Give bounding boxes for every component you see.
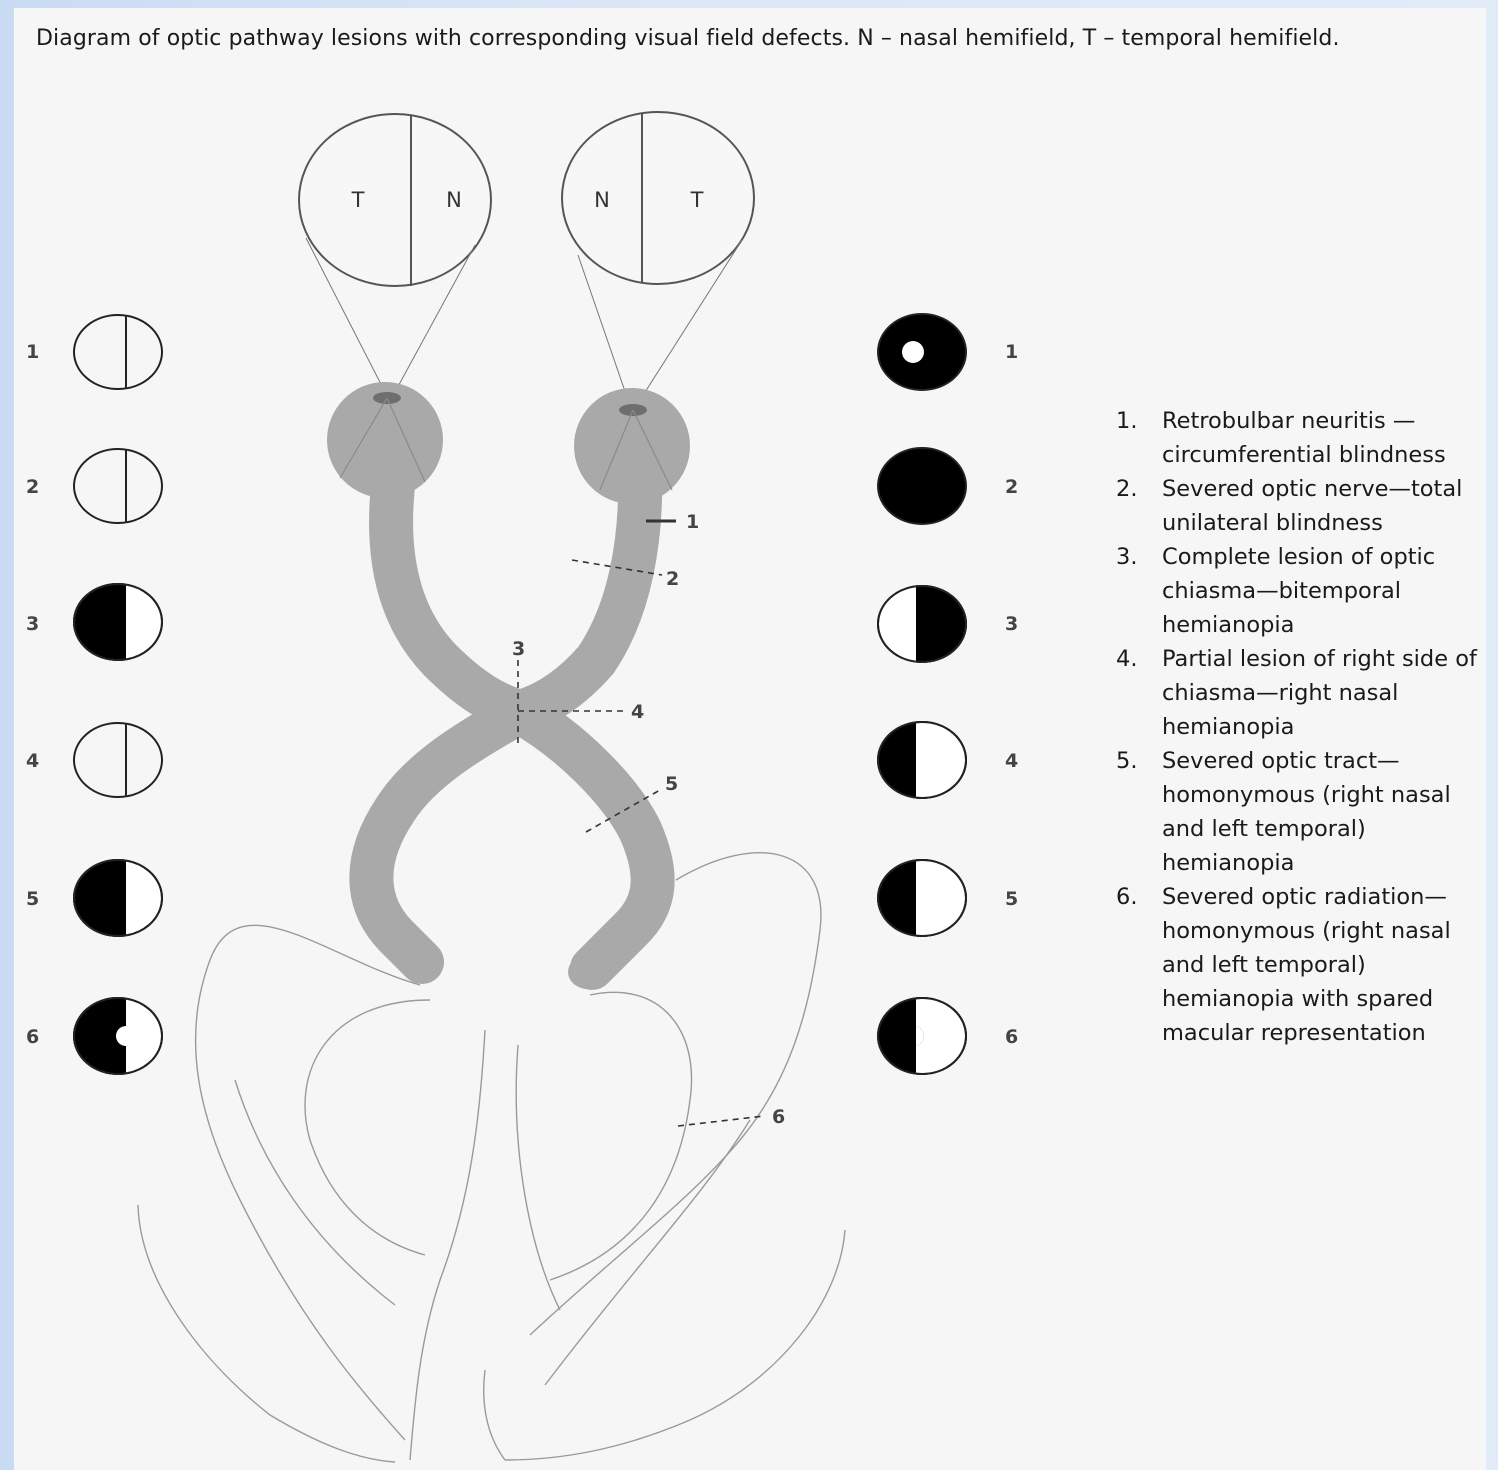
legend-number: 4. xyxy=(1116,642,1137,676)
left-row-numbers: 1 2 3 4 5 6 xyxy=(26,341,39,1048)
left-eyeball xyxy=(327,382,443,498)
left-field-5 xyxy=(74,860,162,936)
right-field-2 xyxy=(878,448,966,524)
right-eye-temporal-label: T xyxy=(690,188,704,212)
legend-item: 1. Retrobulbar neuritis — circumferential… xyxy=(1114,404,1494,472)
left-eye-nasal-label: N xyxy=(446,188,462,212)
legend-text: Partial lesion of right side of chiasma—… xyxy=(1162,646,1477,740)
lesion-label-2: 2 xyxy=(666,568,679,590)
legend-item: 5. Severed optic tract— homonymous (right… xyxy=(1114,744,1494,880)
lesion-label-5: 5 xyxy=(665,773,678,795)
right-row-number-4: 4 xyxy=(1005,750,1018,772)
lesion-legend: 1. Retrobulbar neuritis — circumferential… xyxy=(1114,404,1494,1050)
left-field-6 xyxy=(74,998,162,1074)
lesion-label-1: 1 xyxy=(686,511,699,533)
left-eye-temporal-label: T xyxy=(351,188,365,212)
legend-item: 6. Severed optic radiation— homonymous (r… xyxy=(1114,880,1494,1050)
right-row-numbers: 1 2 3 4 5 6 xyxy=(1005,341,1018,1048)
right-row-number-5: 5 xyxy=(1005,888,1018,910)
left-row-number-5: 5 xyxy=(26,888,39,910)
lesion-label-4: 4 xyxy=(631,701,644,723)
legend-item: 3. Complete lesion of optic chiasma—bitem… xyxy=(1114,540,1494,642)
left-lateral-geniculate xyxy=(404,944,444,980)
brain-outline xyxy=(138,853,845,1462)
right-eye-nasal-label: N xyxy=(594,188,610,212)
left-row-number-3: 3 xyxy=(26,613,39,635)
right-row-number-1: 1 xyxy=(1005,341,1018,363)
left-row-number-4: 4 xyxy=(26,750,39,772)
left-row-number-1: 1 xyxy=(26,341,39,363)
left-eye-field-column xyxy=(74,315,162,1074)
left-eye-visual-field: T N xyxy=(299,114,491,392)
legend-text: Severed optic tract— homonymous (right n… xyxy=(1162,748,1451,876)
right-eye-field-column xyxy=(878,314,966,1074)
legend-number: 5. xyxy=(1116,744,1137,778)
right-eyeball xyxy=(574,388,690,504)
left-field-1 xyxy=(74,315,162,389)
legend-text: Retrobulbar neuritis — circumferential b… xyxy=(1162,408,1446,468)
optic-pathway xyxy=(371,470,652,968)
left-row-number-6: 6 xyxy=(26,1026,39,1048)
lesion-label-6: 6 xyxy=(772,1106,785,1128)
legend-item: 4. Partial lesion of right side of chiasm… xyxy=(1114,642,1494,744)
legend-item: 2. Severed optic nerve—total unilateral b… xyxy=(1114,472,1494,540)
legend-text: Complete lesion of optic chiasma—bitempo… xyxy=(1162,544,1435,638)
right-row-number-2: 2 xyxy=(1005,476,1018,498)
right-field-3 xyxy=(878,586,966,662)
right-field-1 xyxy=(878,314,966,390)
left-field-2 xyxy=(74,449,162,523)
legend-number: 6. xyxy=(1116,880,1137,914)
lesion-label-3: 3 xyxy=(512,638,525,660)
legend-number: 1. xyxy=(1116,404,1137,438)
right-row-number-6: 6 xyxy=(1005,1026,1018,1048)
left-field-4 xyxy=(74,723,162,797)
left-field-3 xyxy=(74,584,162,660)
right-field-6 xyxy=(878,998,966,1074)
legend-text: Severed optic radiation— homonymous (rig… xyxy=(1162,884,1451,1046)
legend-number: 2. xyxy=(1116,472,1137,506)
right-row-number-3: 3 xyxy=(1005,613,1018,635)
right-lateral-geniculate xyxy=(568,955,608,989)
right-field-4 xyxy=(878,722,966,798)
left-row-number-2: 2 xyxy=(26,476,39,498)
legend-text: Severed optic nerve—total unilateral bli… xyxy=(1162,476,1462,536)
right-eye-visual-field: N T xyxy=(562,112,754,400)
legend-number: 3. xyxy=(1116,540,1137,574)
right-field-5 xyxy=(878,860,966,936)
